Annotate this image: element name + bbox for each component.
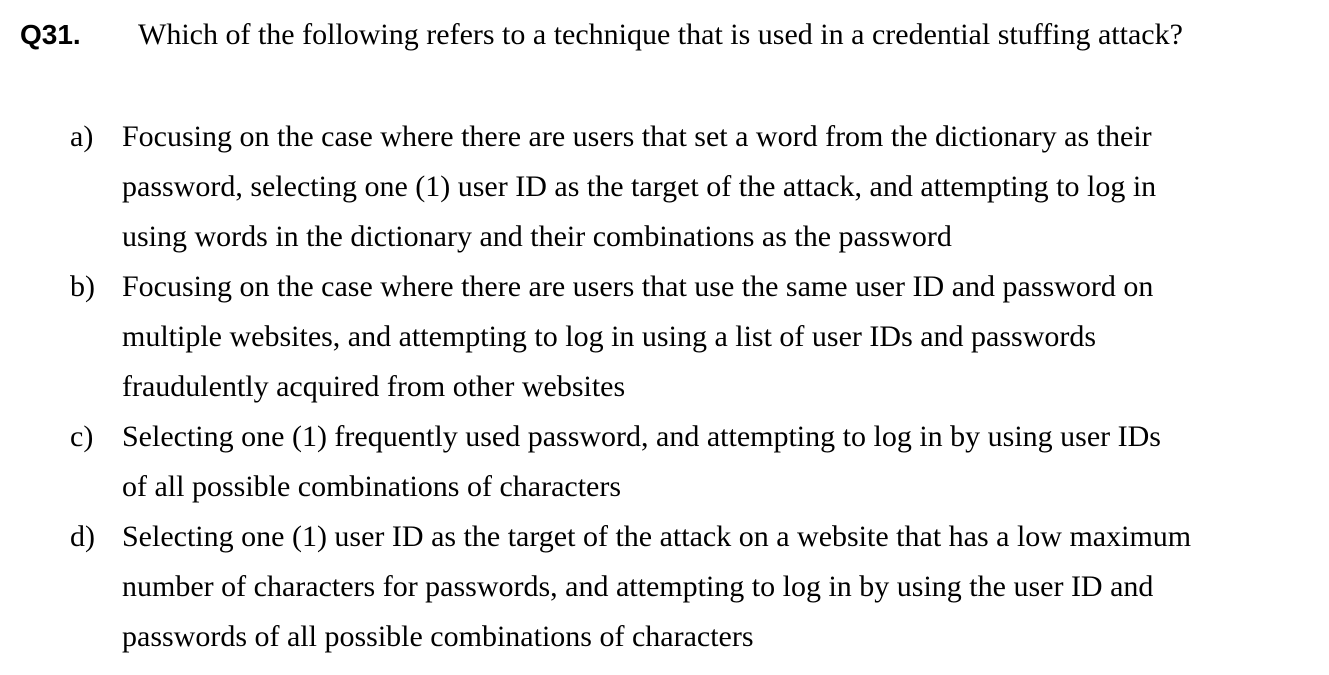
option-line: multiple websites, and attempting to log…: [122, 320, 1097, 353]
option-line: Focusing on the case where there are use…: [122, 270, 1154, 303]
option-line: passwords of all possible combinations o…: [122, 620, 754, 653]
answer-options: a) Focusing on the case where there are …: [0, 112, 1191, 662]
option-line: fraudulently acquired from other website…: [122, 370, 626, 403]
option-label: d): [70, 520, 95, 553]
option-a: a) Focusing on the case where there are …: [0, 112, 1191, 262]
option-line: password, selecting one (1) user ID as t…: [122, 170, 1157, 203]
option-b: b) Focusing on the case where there are …: [0, 262, 1191, 412]
option-line: number of characters for passwords, and …: [122, 570, 1154, 603]
option-line: of all possible combinations of characte…: [122, 470, 622, 503]
option-line: Focusing on the case where there are use…: [122, 120, 1152, 153]
option-label: b): [70, 270, 95, 303]
option-label: a): [70, 120, 94, 153]
option-line: Selecting one (1) user ID as the target …: [122, 520, 1192, 553]
option-d: d) Selecting one (1) user ID as the targ…: [0, 512, 1191, 662]
question-text: Which of the following refers to a techn…: [138, 18, 1183, 51]
option-line: Selecting one (1) frequently used passwo…: [122, 420, 1161, 453]
option-label: c): [70, 420, 94, 453]
option-line: using words in the dictionary and their …: [122, 220, 952, 253]
question-number: Q31.: [20, 19, 81, 50]
option-c: c) Selecting one (1) frequently used pas…: [0, 412, 1191, 512]
